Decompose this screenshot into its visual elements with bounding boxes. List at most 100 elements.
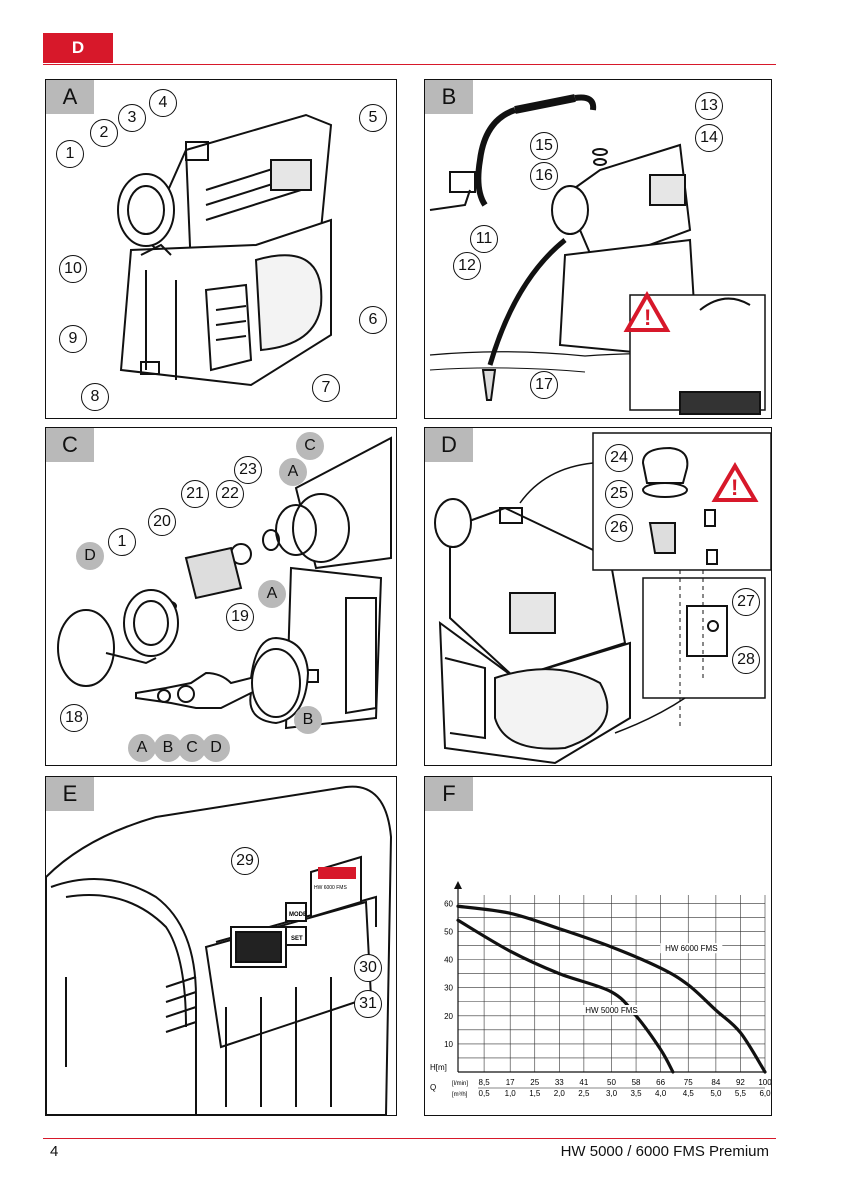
- x-unit-m3h: [m³/h]: [452, 1092, 468, 1098]
- callout-3: 3: [118, 104, 146, 132]
- x-tick-label-m3h: 3,5: [630, 1089, 642, 1098]
- callout-13: 13: [695, 92, 723, 120]
- panel-d: D ! 24 25 26 27 28: [424, 427, 772, 766]
- page-number: 4: [50, 1143, 59, 1160]
- control-panel-illustration-e: MODE SET HW 6000 FMS: [46, 785, 393, 1115]
- callout-letter-a: A: [258, 580, 286, 608]
- x-axis-label: Q: [430, 1083, 436, 1092]
- pump-illustration-a: [117, 113, 333, 387]
- callout-6: 6: [359, 306, 387, 334]
- x-tick-label-lmin: 58: [632, 1078, 641, 1087]
- x-tick-label-lmin: 41: [579, 1078, 588, 1087]
- callout-19: 19: [226, 603, 254, 631]
- callout-16: 16: [530, 162, 558, 190]
- series-label: HW 6000 FMS: [665, 944, 717, 953]
- callout-1: 1: [108, 528, 136, 556]
- callout-1: 1: [56, 140, 84, 168]
- callout-30: 30: [354, 954, 382, 982]
- series-line-hw6000: [456, 904, 767, 1074]
- pump-illustration-b: !: [429, 94, 766, 415]
- series-line-hw5000: [456, 918, 675, 1074]
- callout-11: 11: [470, 225, 498, 253]
- series-label-bg: [660, 943, 723, 954]
- x-tick-label-m3h: 4,5: [683, 1089, 695, 1098]
- callout-9: 9: [59, 325, 87, 353]
- callout-26: 26: [605, 514, 633, 542]
- callout-27: 27: [732, 588, 760, 616]
- footer-rule: [43, 1138, 776, 1139]
- callout-31: 31: [354, 990, 382, 1018]
- callout-5: 5: [359, 104, 387, 132]
- wrench-letter-a: A: [128, 734, 156, 762]
- panel-letter-b: B: [425, 80, 473, 114]
- x-tick-label-m3h: 6,0: [759, 1089, 771, 1098]
- panel-letter-e: E: [46, 777, 94, 811]
- panel-letter-f: F: [425, 777, 473, 811]
- callout-21: 21: [181, 480, 209, 508]
- wrench-letter-d: D: [202, 734, 230, 762]
- x-tick-label-m3h: 4,0: [655, 1089, 667, 1098]
- brand-text: HW 6000 FMS: [314, 885, 347, 891]
- x-tick-label-lmin: 25: [530, 1078, 539, 1087]
- callout-23: 23: [234, 456, 262, 484]
- pump-illustration-d: !: [434, 432, 771, 765]
- callout-letter-a: A: [279, 458, 307, 486]
- callout-29: 29: [231, 847, 259, 875]
- x-tick-label-lmin: 8,5: [479, 1078, 491, 1087]
- panel-letter-c: C: [46, 428, 94, 462]
- callout-letter-d: D: [76, 542, 104, 570]
- callout-letter-c: C: [296, 432, 324, 460]
- callout-8: 8: [81, 383, 109, 411]
- panel-c: C 1 18 19 20 21 22 23 A A B C D: [45, 427, 397, 766]
- callout-10: 10: [59, 255, 87, 283]
- x-tick-label-lmin: 66: [656, 1078, 665, 1087]
- x-tick-label-m3h: 5,5: [735, 1089, 747, 1098]
- header-rule: [43, 64, 776, 65]
- x-tick-label-m3h: 1,5: [529, 1089, 541, 1098]
- x-tick-label-m3h: 2,0: [554, 1089, 566, 1098]
- series-label-bg: [580, 1005, 643, 1015]
- y-tick-label: 50: [444, 928, 453, 937]
- panel-a: A 1 2 3 4 5 6 7 8 9 10: [45, 79, 397, 419]
- x-tick-label-lmin: 33: [555, 1078, 564, 1087]
- callout-2: 2: [90, 119, 118, 147]
- x-tick-label-lmin: 100: [758, 1078, 771, 1087]
- callout-22: 22: [216, 480, 244, 508]
- panel-letter-d: D: [425, 428, 473, 462]
- language-badge: D: [43, 33, 113, 63]
- panel-e: E MODE SET HW 6000 FMS 29 30 31: [45, 776, 397, 1116]
- y-tick-label: 10: [444, 1040, 453, 1049]
- callout-18: 18: [60, 704, 88, 732]
- callout-7: 7: [312, 374, 340, 402]
- callout-28: 28: [732, 646, 760, 674]
- y-tick-label: 40: [444, 956, 453, 965]
- callout-25: 25: [605, 480, 633, 508]
- x-tick-label-lmin: 75: [684, 1078, 693, 1087]
- x-tick-label-m3h: 0,5: [479, 1089, 491, 1098]
- y-axis-arrow: [454, 881, 462, 889]
- x-tick-label-lmin: 17: [506, 1078, 515, 1087]
- document-title: HW 5000 / 6000 FMS Premium: [560, 1143, 769, 1160]
- svg-text:!: !: [644, 305, 651, 330]
- callout-12: 12: [453, 252, 481, 280]
- callout-24: 24: [605, 444, 633, 472]
- series-label: HW 5000 FMS: [585, 1006, 637, 1015]
- x-tick-label-m3h: 3,0: [606, 1089, 618, 1098]
- y-axis-label: H[m]: [430, 1063, 447, 1072]
- disassembly-illustration-c: [57, 436, 392, 730]
- mode-label: MODE: [289, 912, 307, 918]
- pump-curve-chart: 102030405060H[m]Q[l/min][m³/h]8,50,5171,…: [430, 881, 771, 1098]
- callout-letter-b: B: [294, 706, 322, 734]
- panel-letter-a: A: [46, 80, 94, 114]
- set-label: SET: [291, 936, 303, 942]
- callout-20: 20: [148, 508, 176, 536]
- panel-b: B ! 11 12 13 14 15 16 17: [424, 79, 772, 419]
- x-tick-label-lmin: 84: [711, 1078, 720, 1087]
- x-tick-label-m3h: 2,5: [578, 1089, 590, 1098]
- x-unit-lmin: [l/min]: [452, 1081, 468, 1087]
- x-tick-label-m3h: 5,0: [710, 1089, 722, 1098]
- callout-4: 4: [149, 89, 177, 117]
- y-tick-label: 60: [444, 899, 453, 908]
- callout-14: 14: [695, 124, 723, 152]
